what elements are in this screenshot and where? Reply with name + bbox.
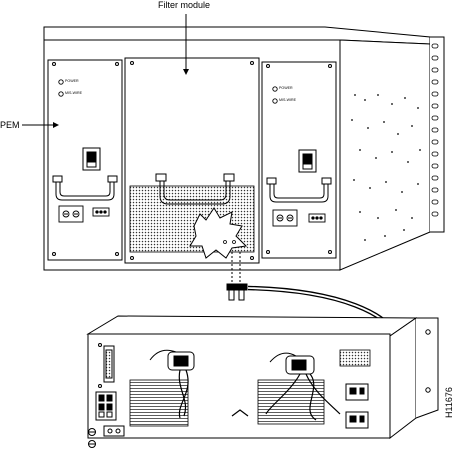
filter-unit-terminal-block (95, 391, 117, 421)
pem-right-led-power (272, 86, 278, 92)
mounting-screws (226, 252, 248, 301)
figure-id: H11676 (444, 387, 454, 418)
filter-unit-inductors (149, 349, 315, 375)
pem-left-power-switch (82, 147, 101, 171)
filter-unit-internal-wires (178, 369, 341, 421)
ground-lug (88, 425, 125, 448)
pem-left-led-miswire-label: MIS-WIRE (65, 91, 82, 95)
pem-callout: PEM (0, 120, 20, 130)
pem-right-terminal-block (272, 209, 326, 227)
side-panel-holes (351, 94, 421, 241)
pem-right-led-miswire (272, 98, 278, 104)
pem-right-handle (266, 177, 332, 203)
rack-rail-slots (431, 43, 439, 217)
pem-left-led-power (58, 79, 64, 85)
filter-unit-ac-outlets (345, 383, 369, 429)
filter-module-handle (155, 173, 235, 205)
filter-module-mesh (129, 185, 255, 259)
callout-arrows (22, 14, 189, 128)
filter-unit-connector (98, 343, 115, 388)
pem-right-led-power-label: POWER (279, 86, 293, 90)
pem-right-power-switch (298, 149, 317, 173)
pem-left-terminal-block (58, 205, 110, 223)
pem-left-led-power-label: POWER (65, 79, 79, 83)
pem-left-led-miswire (58, 91, 64, 97)
filter-module-callout: Filter module (158, 0, 211, 10)
pem-left-handle (52, 175, 118, 201)
pem-right-led-miswire-label: MIS-WIRE (279, 98, 296, 102)
